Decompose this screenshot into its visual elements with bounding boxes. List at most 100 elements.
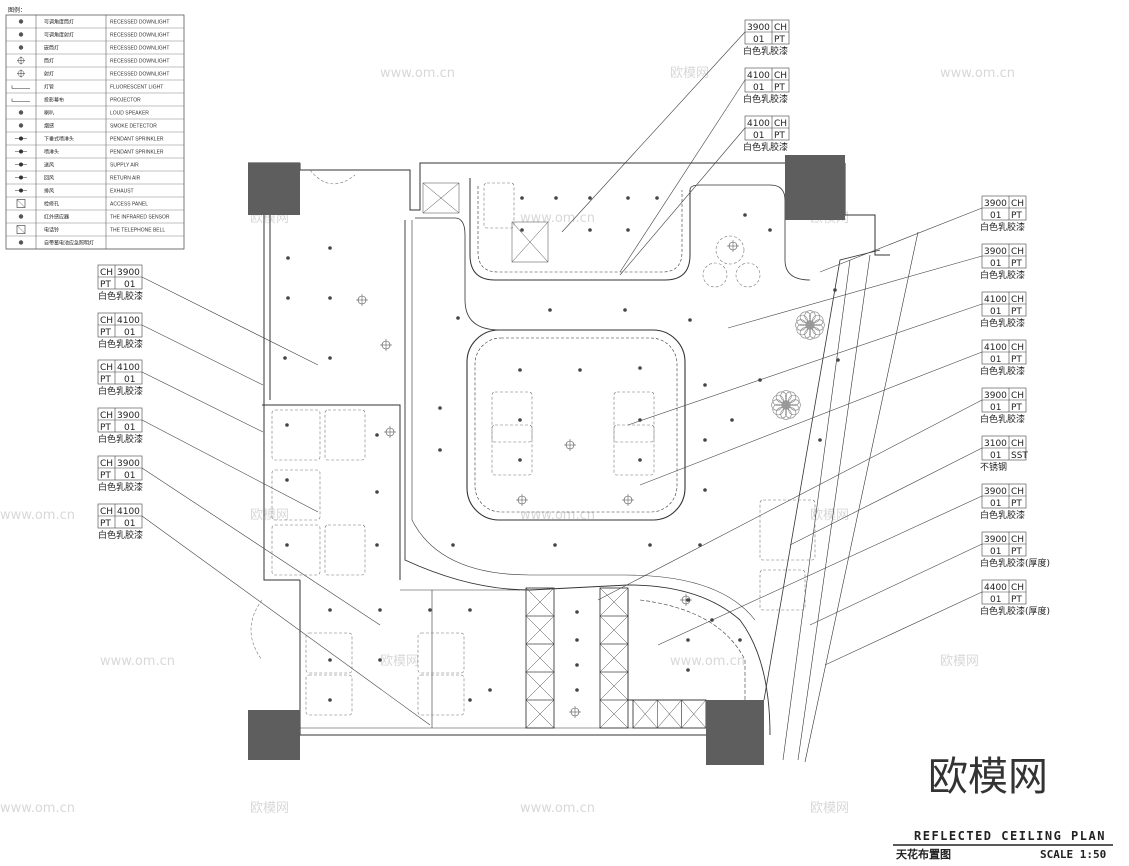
watermark-text: 欧模网 bbox=[250, 801, 289, 816]
recessed-downlight-icon bbox=[588, 196, 592, 200]
tag-material-note: 白色乳胶漆 bbox=[98, 433, 143, 445]
recessed-downlight-icon bbox=[18, 45, 24, 50]
legend-item-zh: 筒灯 bbox=[44, 58, 54, 65]
tag-ceiling-height: 4100 bbox=[747, 71, 770, 81]
legend-item-zh: 电话铃 bbox=[44, 227, 59, 234]
recessed-downlight-icon bbox=[638, 458, 642, 462]
recessed-downlight-icon bbox=[285, 478, 289, 482]
tag-ch-label: CH bbox=[1011, 247, 1024, 257]
tag-ch-label: CH bbox=[1011, 535, 1024, 545]
leader-lines bbox=[141, 31, 983, 726]
tag-pt-label: PT bbox=[100, 423, 111, 433]
recessed-downlight-icon bbox=[626, 196, 630, 200]
legend-item-en: SUPPLY AIR bbox=[110, 163, 139, 169]
tag-ceiling-height: 4400 bbox=[984, 583, 1007, 593]
legend-item-en: THE TELEPHONE BELL bbox=[110, 228, 165, 234]
recessed-downlight-icon bbox=[520, 228, 524, 232]
tag-material-note: 白色乳胶漆 bbox=[980, 413, 1025, 425]
tag-pt-label: PT bbox=[774, 83, 785, 93]
legend-item-zh: 可调角度射灯 bbox=[44, 32, 74, 39]
tag-ch-label: CH bbox=[1011, 343, 1024, 353]
tag-ceiling-height: 4100 bbox=[117, 507, 140, 517]
legend-item-zh: 自带蓄电池应急照明灯 bbox=[44, 240, 94, 247]
watermark-text: www.om.cn bbox=[0, 801, 75, 816]
recessed-downlight-icon bbox=[703, 438, 707, 442]
tag-pt-label: PT bbox=[1011, 499, 1022, 509]
watermark-layer: www.om.cn欧模网www.om.cn欧模网www.om.cn欧模网www.… bbox=[0, 66, 1015, 816]
projector-icon bbox=[11, 98, 30, 102]
tag-material-note: 白色乳胶漆(厚度) bbox=[980, 557, 1050, 569]
infrared-sensor-icon bbox=[18, 214, 24, 219]
tag-material-code: 01 bbox=[124, 471, 135, 481]
downlight-crosshair-icon bbox=[569, 706, 581, 718]
recessed-downlight-icon bbox=[456, 316, 460, 320]
tag-material-code: 01 bbox=[990, 307, 1001, 317]
legend-item-en: ACCESS PANEL bbox=[110, 202, 148, 208]
tree-planter-icon bbox=[795, 310, 825, 340]
tag-ch-label: CH bbox=[100, 459, 113, 469]
tag-ch-label: CH bbox=[1011, 391, 1024, 401]
tag-ceiling-height: 3900 bbox=[117, 459, 140, 469]
watermark-text: www.om.cn bbox=[0, 508, 75, 523]
legend-item-en: EXHAUST bbox=[110, 189, 134, 195]
tag-material-note: 白色乳胶漆 bbox=[980, 269, 1025, 281]
tag-pt-label: PT bbox=[1011, 547, 1022, 557]
recessed-downlight-icon bbox=[375, 433, 379, 437]
recessed-downlight-icon bbox=[554, 196, 558, 200]
watermark-text: 欧模网 bbox=[940, 654, 979, 669]
planters bbox=[771, 310, 825, 420]
tag-ceiling-height: 4100 bbox=[984, 343, 1007, 353]
legend-item-zh: 红外感应器 bbox=[44, 214, 69, 221]
recessed-downlight-icon bbox=[588, 228, 592, 232]
tag-material-note: 白色乳胶漆 bbox=[98, 481, 143, 493]
legend-item-en: RECESSED DOWNLIGHT bbox=[110, 33, 169, 39]
tag-ceiling-height: 4100 bbox=[747, 119, 770, 129]
recessed-downlight-icon bbox=[428, 608, 432, 612]
concrete-column bbox=[785, 155, 845, 220]
legend-item-en: PENDANT SPRINKLER bbox=[110, 137, 164, 143]
recessed-downlight-icon bbox=[438, 448, 442, 452]
drawing-title-en: REFLECTED CEILING PLAN bbox=[914, 829, 1106, 843]
recessed-downlight-icon bbox=[328, 246, 332, 250]
tag-material-code: 01 bbox=[990, 211, 1001, 221]
tag-ceiling-height: 3900 bbox=[117, 268, 140, 278]
smoke-detector-icon bbox=[18, 123, 24, 128]
tag-material-note: 白色乳胶漆 bbox=[743, 141, 788, 153]
recessed-downlight-icon bbox=[738, 638, 742, 642]
recessed-downlight-icon bbox=[833, 288, 837, 292]
tag-material-note: 白色乳胶漆 bbox=[98, 338, 143, 350]
recessed-downlight-icon bbox=[518, 368, 522, 372]
recessed-downlight-icon bbox=[703, 383, 707, 387]
tag-ch-label: CH bbox=[100, 363, 113, 373]
tag-pt-label: PT bbox=[1011, 259, 1022, 269]
recessed-downlight-icon bbox=[698, 543, 702, 547]
downlight-crosshair-icon bbox=[356, 294, 368, 306]
building-outline bbox=[248, 162, 919, 763]
recessed-downlight-icon bbox=[626, 228, 630, 232]
watermark-text: 欧模网 bbox=[380, 654, 419, 669]
tag-material-code: 01 bbox=[753, 83, 764, 93]
watermark-text: www.om.cn bbox=[520, 211, 595, 226]
tag-ch-label: CH bbox=[100, 411, 113, 421]
tag-material-note: 白色乳胶漆 bbox=[743, 45, 788, 57]
recessed-downlight-icon bbox=[730, 418, 734, 422]
tag-material-note: 白色乳胶漆 bbox=[98, 290, 143, 302]
concrete-column bbox=[706, 700, 764, 765]
legend-item-zh: 灯管 bbox=[44, 84, 54, 91]
tree-planter-icon bbox=[771, 390, 801, 420]
legend-item-zh: 检修孔 bbox=[44, 201, 59, 208]
tag-pt-label: PT bbox=[1011, 595, 1022, 605]
recessed-downlight-icon bbox=[283, 356, 287, 360]
tag-ceiling-height: 3900 bbox=[984, 247, 1007, 257]
recessed-downlight-icon bbox=[328, 698, 332, 702]
legend-title: 图例： bbox=[8, 6, 26, 14]
tag-material-note: 白色乳胶漆(厚度) bbox=[980, 605, 1050, 617]
recessed-downlight-icon bbox=[836, 358, 840, 362]
tag-ch-label: CH bbox=[100, 507, 113, 517]
